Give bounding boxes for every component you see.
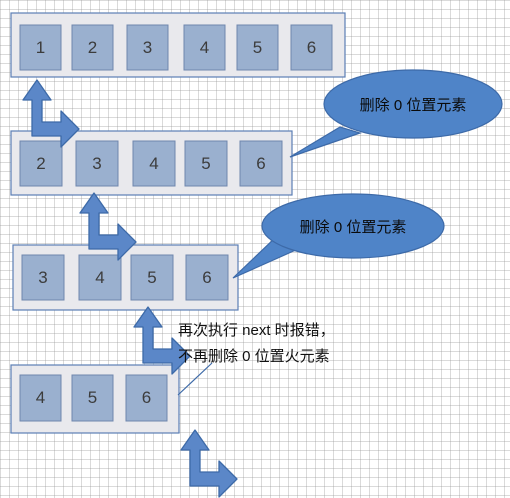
cell-value: 2: [88, 38, 97, 57]
caption-connector-line: [177, 362, 213, 396]
cell-value: 3: [92, 154, 101, 173]
array-row-2: 2 3 4 5 6: [10, 130, 293, 196]
array-cell: 3: [75, 140, 119, 187]
cell-value: 4: [36, 388, 45, 407]
array-cell: 5: [71, 374, 114, 422]
array-cell: 5: [130, 254, 174, 301]
callout-bubble-2: 删除 0 位置元素: [232, 193, 445, 279]
cell-value: 3: [38, 268, 47, 287]
cell-value: 2: [36, 154, 45, 173]
array-row-1: 1 2 3 4 5 6: [10, 12, 346, 78]
cell-value: 6: [142, 388, 151, 407]
array-row-3: 3 4 5 6: [12, 244, 239, 311]
cell-value: 5: [88, 388, 97, 407]
array-cell: 4: [132, 140, 176, 187]
cell-value: 4: [95, 268, 104, 287]
cell-value: 1: [36, 38, 45, 57]
array-cell: 4: [78, 254, 122, 301]
array-cell: 6: [125, 374, 168, 422]
cell-value: 5: [147, 268, 156, 287]
array-cell: 1: [19, 24, 62, 71]
cell-value: 5: [201, 154, 210, 173]
cell-value: 5: [253, 38, 262, 57]
callout-text: 删除 0 位置元素: [300, 219, 407, 236]
array-cell: 6: [185, 254, 229, 301]
callout-bubble-1: 删除 0 位置元素: [289, 69, 503, 158]
array-row-4: 4 5 6: [10, 364, 180, 434]
array-cell: 6: [239, 140, 283, 187]
cell-value: 3: [143, 38, 152, 57]
caption-line-1: 再次执行 next 时报错，: [178, 322, 335, 339]
bent-arrow-icon: [180, 429, 238, 498]
caption-line-2: 不再删除 0 位置火元素: [178, 348, 330, 365]
array-cell: 3: [21, 254, 65, 301]
array-cell: 5: [236, 24, 279, 71]
array-cell: 5: [184, 140, 228, 187]
array-cell: 6: [290, 24, 333, 71]
cell-value: 6: [202, 268, 211, 287]
array-cell: 2: [19, 140, 63, 187]
callout-text: 删除 0 位置元素: [360, 97, 467, 114]
array-cell: 2: [71, 24, 114, 71]
cell-value: 6: [256, 154, 265, 173]
error-caption: 再次执行 next 时报错， 不再删除 0 位置火元素: [178, 318, 418, 370]
array-cell: 4: [183, 24, 226, 71]
cell-value: 4: [149, 154, 158, 173]
array-container-1: [10, 12, 346, 78]
array-cell: 3: [126, 24, 169, 71]
array-cell: 4: [19, 374, 62, 422]
cell-value: 6: [307, 38, 316, 57]
cell-value: 4: [200, 38, 209, 57]
